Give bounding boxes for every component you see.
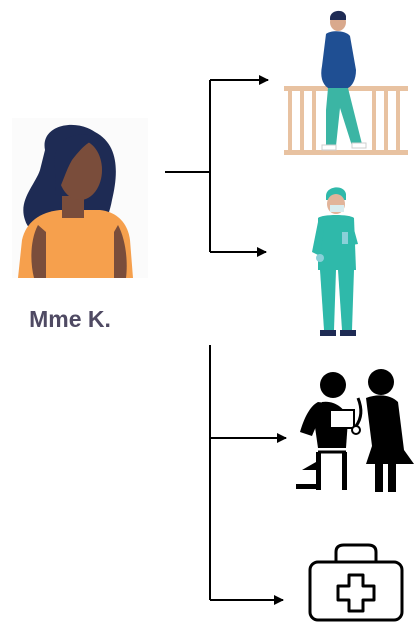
rehabilitation-walking-icon xyxy=(284,10,408,155)
patient-name: Mme K. xyxy=(29,306,111,332)
doctor-consultation-icon xyxy=(296,369,414,492)
connector-lines xyxy=(165,75,287,605)
surgeon-icon xyxy=(312,187,358,336)
woman-avatar-icon xyxy=(12,118,148,278)
first-aid-kit-icon xyxy=(308,543,404,622)
